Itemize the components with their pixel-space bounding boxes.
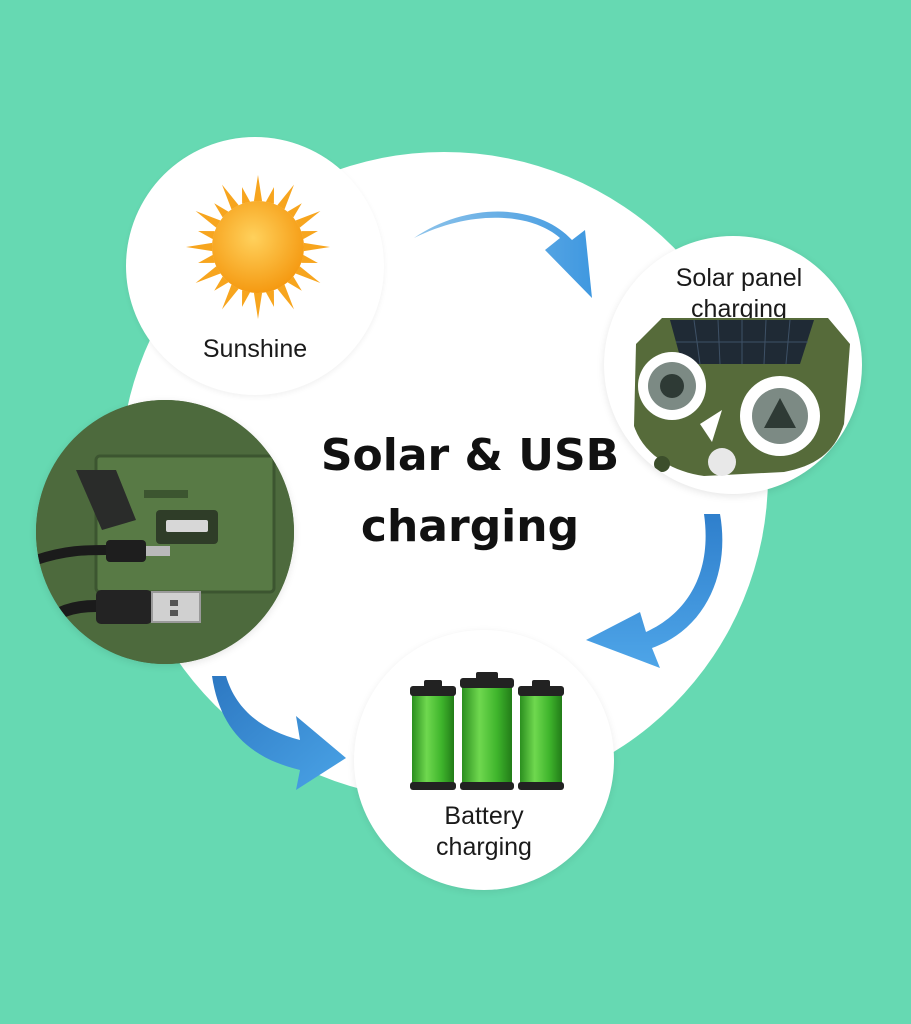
usb-cable-icon — [36, 400, 294, 664]
sun-ray — [265, 290, 274, 307]
sun-ray — [242, 187, 251, 204]
arrow-usb-to-battery — [212, 676, 346, 790]
sun-ray — [186, 242, 213, 252]
sun-ray — [222, 284, 239, 310]
battery-label-line1: Battery — [444, 802, 524, 830]
sunshine-label: Sunshine — [202, 335, 308, 363]
battery-node: Battery charging — [354, 630, 614, 890]
solar-device-icon — [634, 318, 850, 476]
sun-ray — [242, 290, 251, 307]
sun-ray — [301, 231, 318, 240]
sun-ray — [198, 231, 215, 240]
battery-label-line2: charging — [436, 833, 532, 861]
sun-icon — [186, 175, 330, 319]
sun-ray — [253, 292, 263, 319]
sun-ray — [198, 254, 215, 263]
sun-ray — [295, 266, 321, 283]
center-title-line1: Solar & USB — [320, 430, 620, 481]
arrow-sun-to-solar — [414, 211, 592, 298]
battery-icon — [410, 672, 564, 790]
usb-node — [36, 400, 294, 664]
sun-ray — [287, 203, 302, 218]
sun-ray — [301, 254, 318, 263]
sun-ray — [195, 266, 221, 283]
sun-ray — [295, 211, 321, 228]
sun-ray — [214, 203, 229, 218]
sun-ray — [303, 242, 330, 252]
center-title: Solar & USB charging — [240, 420, 700, 562]
sun-ray — [222, 184, 239, 210]
sun-ray — [195, 211, 221, 228]
center-title-line2: charging — [360, 501, 580, 552]
sun-ray — [253, 175, 263, 202]
solar-panel-label-line1: Solar panel — [675, 264, 803, 292]
sun-ray — [277, 184, 294, 210]
sun-ray — [214, 276, 229, 291]
battery-label: Battery charging — [354, 801, 614, 863]
solar-panel-node: Solar panel charging — [604, 236, 862, 494]
arrow-solar-to-battery — [586, 514, 723, 668]
sun-ray — [265, 187, 274, 204]
sunshine-node: Sunshine — [126, 137, 384, 395]
sun-ray — [287, 276, 302, 291]
sun-ray — [277, 284, 294, 310]
